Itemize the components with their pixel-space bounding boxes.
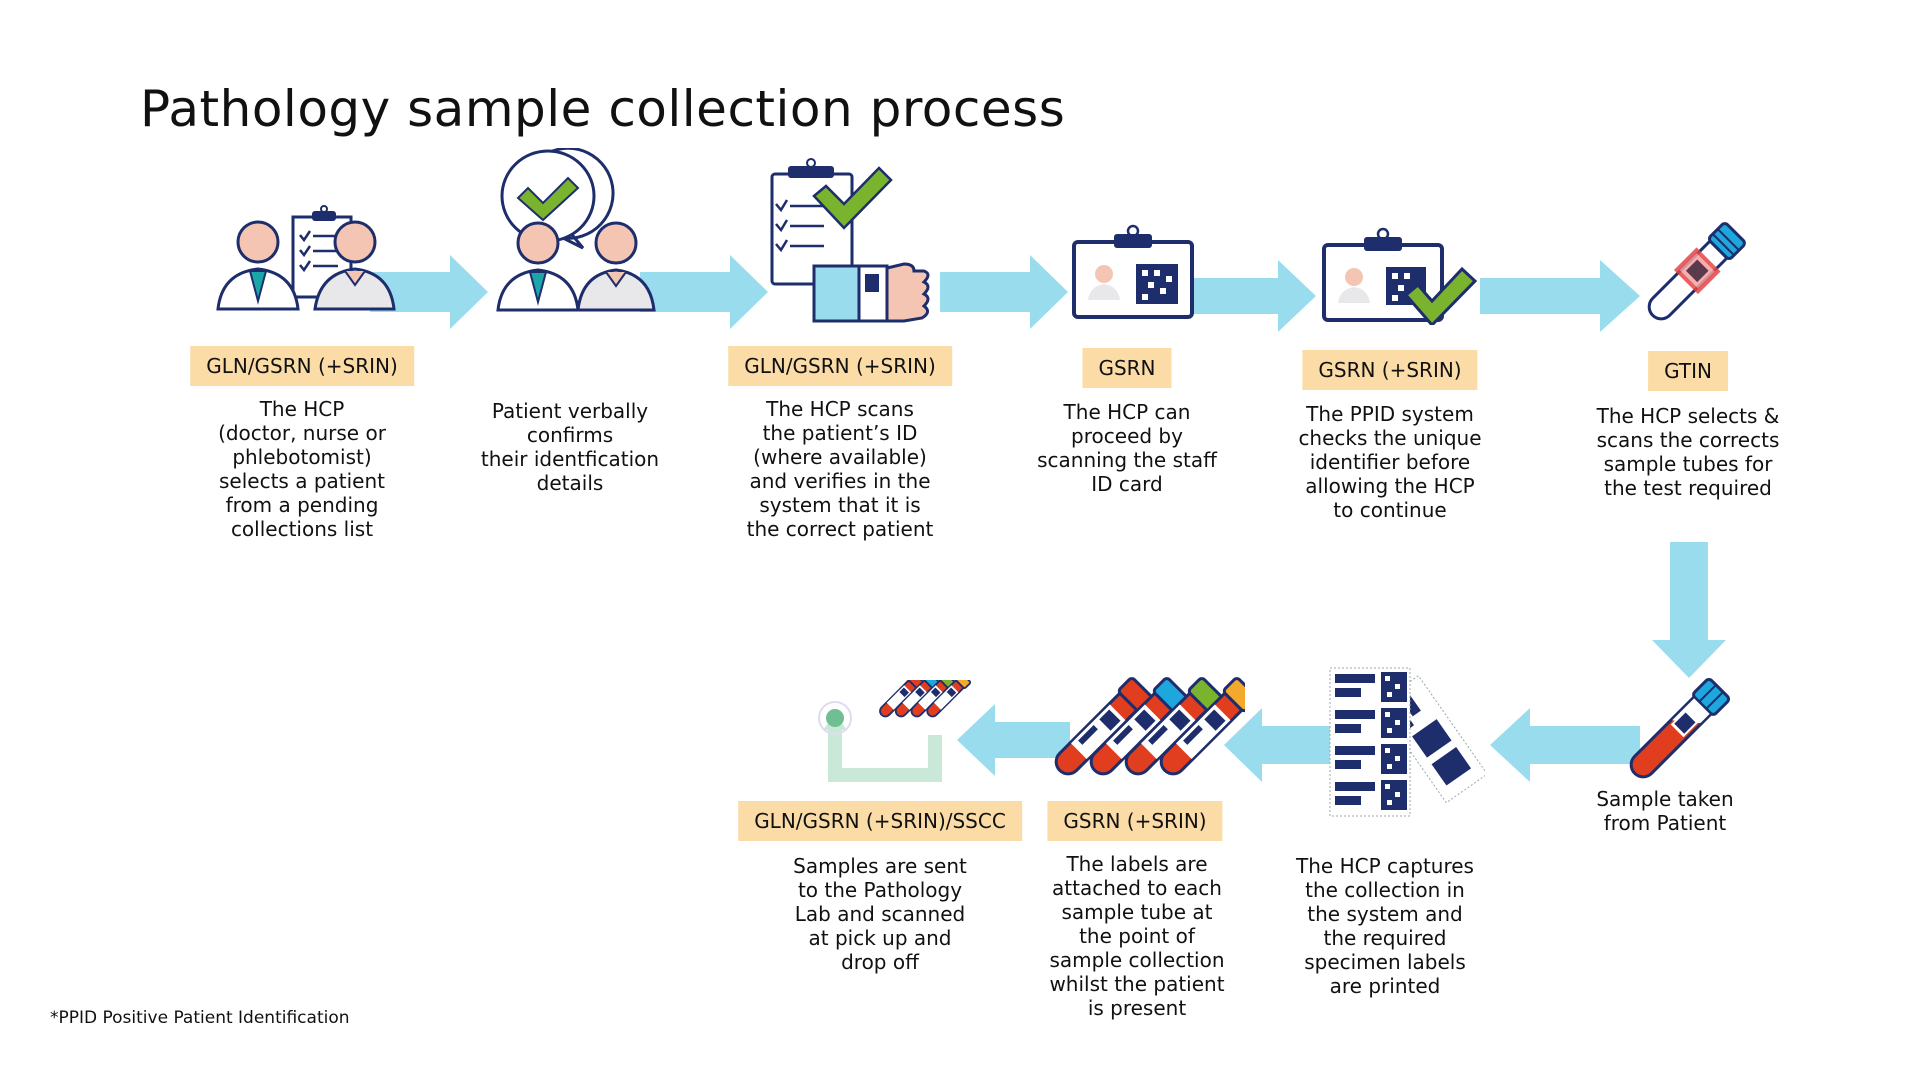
- step-10-tag: GLN/GSRN (+SRIN)/SSCC: [738, 801, 1022, 841]
- sample-tube-scan-icon: [1647, 222, 1746, 321]
- step-1-tag: GLN/GSRN (+SRIN): [190, 346, 414, 386]
- arrow-step3-to-4: [940, 255, 1068, 329]
- step-3-description: The HCP scans the patient’s ID (where av…: [746, 397, 934, 541]
- arrow-step1-to-2: [370, 255, 488, 329]
- staff-id-card-icon: [1072, 224, 1194, 319]
- hcp-patient-clipboard-icon: [216, 205, 396, 311]
- arrow-step5-to-6: [1480, 260, 1640, 332]
- step-4-description: The HCP can proceed by scanning the staf…: [1037, 400, 1217, 496]
- footnote: *PPID Positive Patient Identification: [50, 1008, 350, 1028]
- arrow-step2-to-3: [640, 255, 768, 329]
- arrow-step8-to-9: [1224, 708, 1330, 782]
- step-10-description: Samples are sent to the Pathology Lab an…: [793, 854, 967, 974]
- arrow-step7-to-8: [1490, 708, 1640, 782]
- step-3-tag: GLN/GSRN (+SRIN): [728, 346, 952, 386]
- step-7-description: Sample taken from Patient: [1596, 787, 1734, 835]
- arrow-step9-to-10: [957, 704, 1070, 776]
- scan-wristband-icon: [770, 158, 930, 323]
- step-4-tag: GSRN: [1082, 348, 1172, 388]
- tubes-dispatch-icon: [818, 680, 972, 782]
- step-9-description: The labels are attached to each sample t…: [1049, 852, 1225, 1020]
- id-card-verified-icon: [1322, 227, 1478, 325]
- verbal-confirmation-icon: [496, 148, 656, 312]
- filled-sample-tube-icon: [1629, 678, 1730, 779]
- step-1-description: The HCP (doctor, nurse or phlebotomist) …: [218, 397, 386, 541]
- step-5-tag: GSRN (+SRIN): [1302, 350, 1478, 390]
- step-2-description: Patient verbally confirms their identfic…: [480, 399, 660, 495]
- arrow-step4-to-5: [1192, 260, 1316, 332]
- printed-labels-icon: [1329, 667, 1485, 817]
- step-8-description: The HCP captures the collection in the s…: [1296, 854, 1474, 998]
- step-6-tag: GTIN: [1648, 351, 1728, 391]
- labelled-tubes-icon: [1054, 677, 1245, 776]
- step-6-description: The HCP selects & scans the corrects sam…: [1596, 404, 1780, 500]
- step-5-description: The PPID system checks the unique identi…: [1298, 402, 1482, 522]
- step-9-tag: GSRN (+SRIN): [1047, 801, 1223, 841]
- arrow-step6-to-7: [1652, 542, 1726, 678]
- page-title: Pathology sample collection process: [140, 80, 1066, 138]
